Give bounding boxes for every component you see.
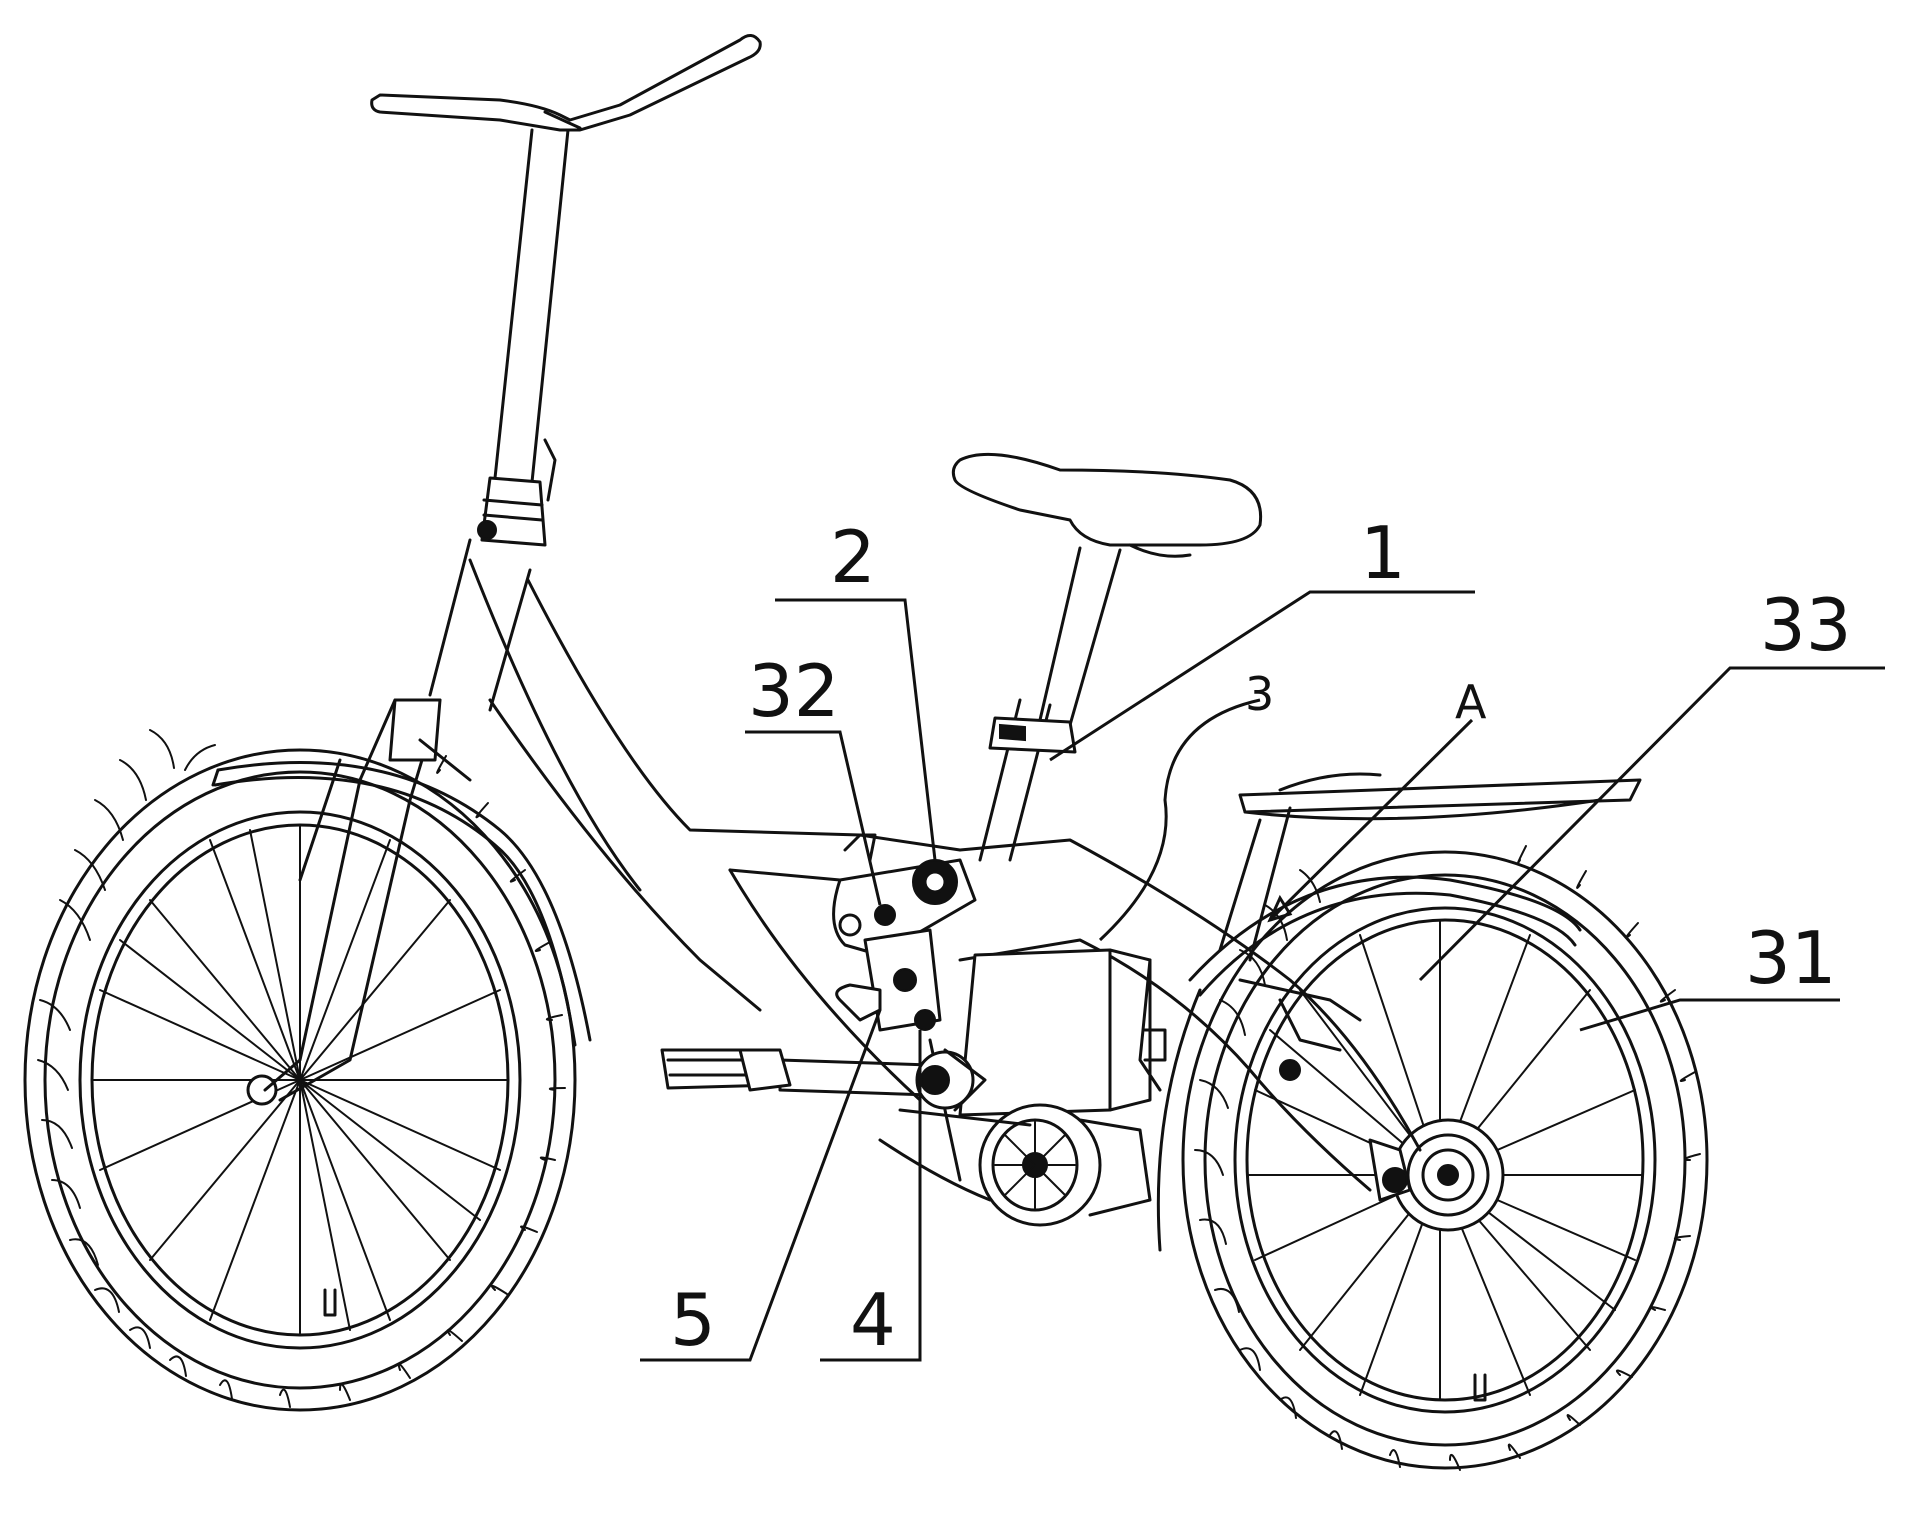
callout-label-5: 5 — [670, 1278, 716, 1362]
callout-4: 4 — [820, 1030, 922, 1362]
callout-label-32: 32 — [748, 649, 840, 733]
handlebar — [370, 34, 762, 132]
callout-1: 1 — [1049, 511, 1475, 762]
callout-A: A — [1267, 675, 1487, 923]
callout-3: 3 — [1098, 667, 1274, 942]
seat-post — [988, 546, 1122, 754]
rear-wheel — [1181, 845, 1709, 1471]
crankset — [778, 983, 987, 1112]
rear-tire-tread — [1194, 845, 1701, 1471]
hub-motor — [978, 1103, 1152, 1227]
front-fender — [211, 761, 592, 1047]
callout-label-31: 31 — [1745, 916, 1837, 1000]
steering-stem — [477, 128, 570, 547]
callout-label-2: 2 — [830, 515, 876, 599]
battery-box — [958, 948, 1167, 1117]
chain-stay — [728, 868, 1032, 1202]
pedal — [660, 1048, 792, 1092]
callout-label-4: 4 — [850, 1278, 896, 1362]
callout-label-1: 1 — [1360, 511, 1406, 595]
bicycle-frame — [428, 538, 1422, 1192]
callout-2: 2 — [775, 515, 937, 861]
rear-fender — [1156, 875, 1582, 1252]
callout-label-3: 3 — [1245, 667, 1274, 721]
front-fork — [263, 698, 472, 1102]
callout-33: 33 — [1418, 583, 1885, 982]
rear-hub-sprocket — [1391, 1118, 1505, 1232]
front-tire-tread — [37, 729, 566, 1408]
callout-32: 32 — [745, 649, 882, 906]
rear-dropout — [1238, 978, 1412, 1202]
front-spokes — [91, 824, 509, 1336]
front-wheel — [23, 729, 577, 1412]
callout-label-A: A — [1455, 675, 1487, 729]
rear-luggage-rack — [1218, 772, 1642, 962]
saddle — [951, 452, 1263, 558]
callout-label-33: 33 — [1760, 583, 1852, 667]
callout-5: 5 — [640, 1009, 882, 1362]
callout-31: 31 — [1579, 916, 1840, 1032]
